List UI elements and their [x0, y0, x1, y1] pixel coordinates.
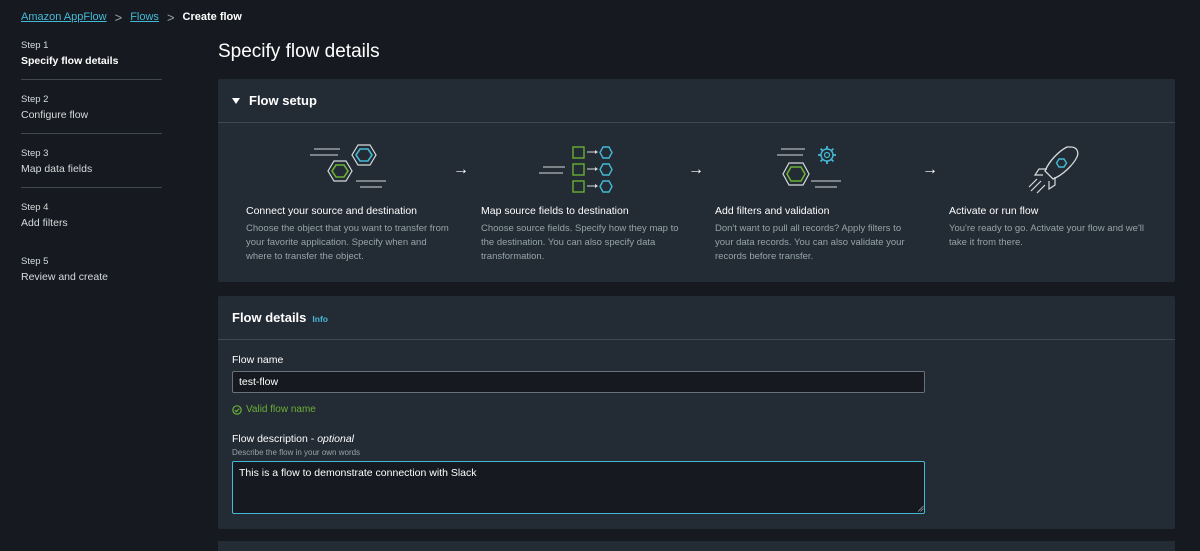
step-label: Map data fields: [21, 163, 93, 175]
setup-item-description: Don't want to pull all records? Apply fi…: [715, 223, 905, 262]
breadcrumb-separator-icon: >: [166, 9, 175, 25]
setup-item-title: Map source fields to destination: [481, 205, 629, 217]
step-number: Step 1: [21, 40, 49, 51]
step-2[interactable]: Step 2 Configure flow: [21, 94, 162, 121]
flow-setup-title: Flow setup: [249, 93, 317, 108]
setup-item-title: Activate or run flow: [949, 205, 1039, 217]
flow-details-header: Flow details Info: [218, 296, 1175, 340]
rocket-icon: [1028, 146, 1079, 194]
arrow-right-icon: →: [688, 161, 704, 178]
step-label: Review and create: [21, 271, 108, 283]
flow-setup-panel: Flow setup Connect your source and desti…: [218, 79, 1175, 282]
next-panel-partial: [218, 541, 1175, 551]
setup-item-description: Choose the object that you want to trans…: [246, 223, 449, 262]
arrow-right-icon: →: [922, 161, 938, 178]
info-link[interactable]: Info: [312, 313, 328, 324]
step-3[interactable]: Step 3 Map data fields: [21, 148, 162, 175]
breadcrumb-separator-icon: >: [114, 9, 123, 25]
setup-item-description: Choose source fields. Specify how they m…: [481, 223, 679, 262]
setup-item-title: Connect your source and destination: [246, 205, 418, 217]
flow-description-label: Flow description - optional: [232, 433, 354, 445]
step-divider: [21, 187, 162, 188]
flow-name-input[interactable]: [232, 371, 925, 393]
resize-grip-icon[interactable]: [917, 505, 924, 512]
flow-details-title: Flow details: [232, 310, 307, 325]
breadcrumb-flows-link[interactable]: Flows: [130, 11, 159, 23]
flow-details-panel: Flow details Info Flow name Valid flow n…: [218, 296, 1175, 529]
step-5[interactable]: Step 5 Review and create: [21, 256, 162, 283]
step-label: Specify flow details: [21, 55, 119, 67]
flow-description-textarea[interactable]: This is a flow to demonstrate connection…: [232, 461, 925, 514]
step-number: Step 2: [21, 94, 49, 105]
step-label: Add filters: [21, 217, 68, 229]
optional-label: optional: [317, 433, 354, 445]
step-4[interactable]: Step 4 Add filters: [21, 202, 162, 229]
step-label: Configure flow: [21, 109, 89, 121]
valid-flow-name-message: Valid flow name: [232, 404, 316, 415]
caret-down-icon[interactable]: [232, 97, 240, 104]
step-divider: [21, 79, 162, 80]
step-divider: [21, 133, 162, 134]
breadcrumb-current: Create flow: [182, 11, 242, 23]
valid-flow-name-text: Valid flow name: [246, 404, 316, 415]
step-divider: [21, 241, 162, 242]
flow-name-label: Flow name: [232, 354, 284, 366]
wizard-steps-nav: Step 1 Specify flow details Step 2 Confi…: [21, 40, 162, 283]
setup-item-title: Add filters and validation: [715, 205, 830, 217]
breadcrumb-amazon-appflow-link[interactable]: Amazon AppFlow: [21, 11, 107, 23]
check-circle-icon: [232, 404, 242, 415]
field-mapping-icon: [539, 146, 613, 193]
flow-description-hint: Describe the flow in your own words: [232, 448, 361, 457]
setup-item-description: You're ready to go. Activate your flow a…: [949, 223, 1144, 248]
flow-setup-steps: Connect your source and destination Choo…: [218, 123, 1175, 282]
step-number: Step 4: [21, 202, 49, 213]
hexagons-connect-icon: [310, 144, 386, 188]
page-title: Specify flow details: [218, 41, 380, 62]
flow-description-label-text: Flow description: [232, 433, 308, 445]
step-number: Step 5: [21, 256, 49, 267]
step-number: Step 3: [21, 148, 49, 159]
arrow-right-icon: →: [453, 161, 469, 178]
filter-gear-icon: [777, 146, 841, 188]
step-1[interactable]: Step 1 Specify flow details: [21, 40, 162, 67]
flow-setup-header[interactable]: Flow setup: [218, 79, 1175, 123]
breadcrumb: Amazon AppFlow > Flows > Create flow: [21, 9, 242, 25]
